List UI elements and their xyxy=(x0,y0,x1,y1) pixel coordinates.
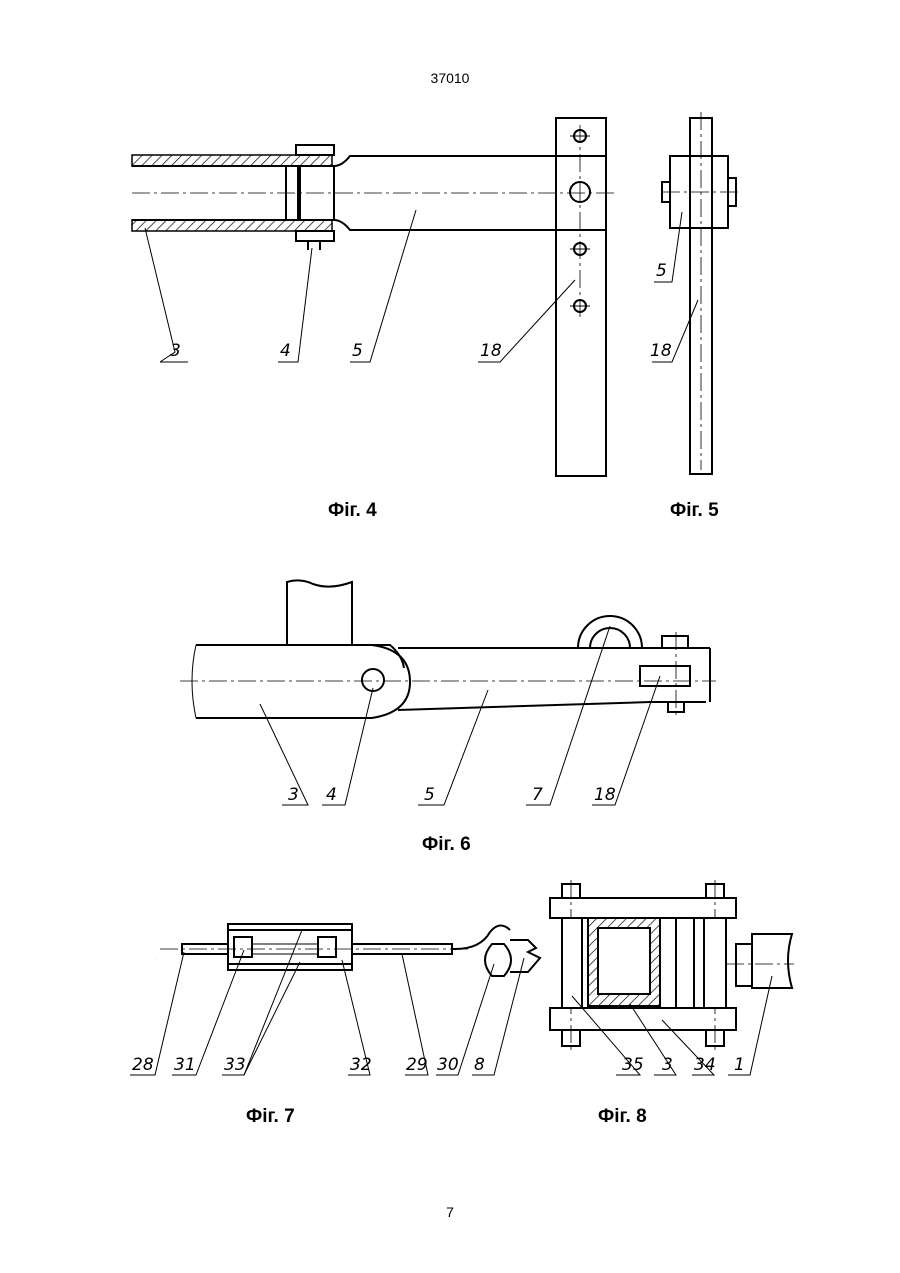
figure-5-drawing xyxy=(652,112,740,474)
fig7-label-31: 31 xyxy=(174,1055,196,1075)
fig4-label-4: 4 xyxy=(280,341,291,361)
fig4-label-18: 18 xyxy=(480,341,502,361)
fig7-label-8: 8 xyxy=(474,1055,485,1075)
figure-7-drawing xyxy=(120,924,540,1075)
fig5-label-5: 5 xyxy=(656,261,667,281)
fig4-caption: Фіг. 4 xyxy=(328,500,377,522)
fig7-label-32: 32 xyxy=(350,1055,372,1075)
fig8-label-1: 1 xyxy=(734,1055,745,1075)
fig7-label-33: 33 xyxy=(224,1055,246,1075)
fig6-label-5: 5 xyxy=(424,785,435,805)
fig4-label-5: 5 xyxy=(352,341,363,361)
fig7-label-28: 28 xyxy=(132,1055,154,1075)
fig5-caption: Фіг. 5 xyxy=(670,500,719,522)
figure-6-drawing xyxy=(180,580,716,805)
fig4-label-3: 3 xyxy=(170,341,181,361)
fig7-label-30: 30 xyxy=(437,1055,459,1075)
fig7-caption: Фіг. 7 xyxy=(246,1106,295,1128)
fig6-label-18: 18 xyxy=(594,785,616,805)
fig7-label-29: 29 xyxy=(406,1055,428,1075)
fig6-label-4: 4 xyxy=(326,785,337,805)
fig6-label-7: 7 xyxy=(532,785,543,805)
fig8-label-34: 34 xyxy=(694,1055,716,1075)
fig8-label-35: 35 xyxy=(622,1055,644,1075)
fig8-caption: Фіг. 8 xyxy=(598,1106,647,1128)
fig6-caption: Фіг. 6 xyxy=(422,834,471,856)
page-number: 7 xyxy=(0,1204,900,1220)
figure-8-drawing xyxy=(550,880,794,1075)
fig5-label-18: 18 xyxy=(650,341,672,361)
fig8-label-3: 3 xyxy=(662,1055,673,1075)
figure-4-drawing xyxy=(132,118,618,476)
fig6-label-3: 3 xyxy=(288,785,299,805)
